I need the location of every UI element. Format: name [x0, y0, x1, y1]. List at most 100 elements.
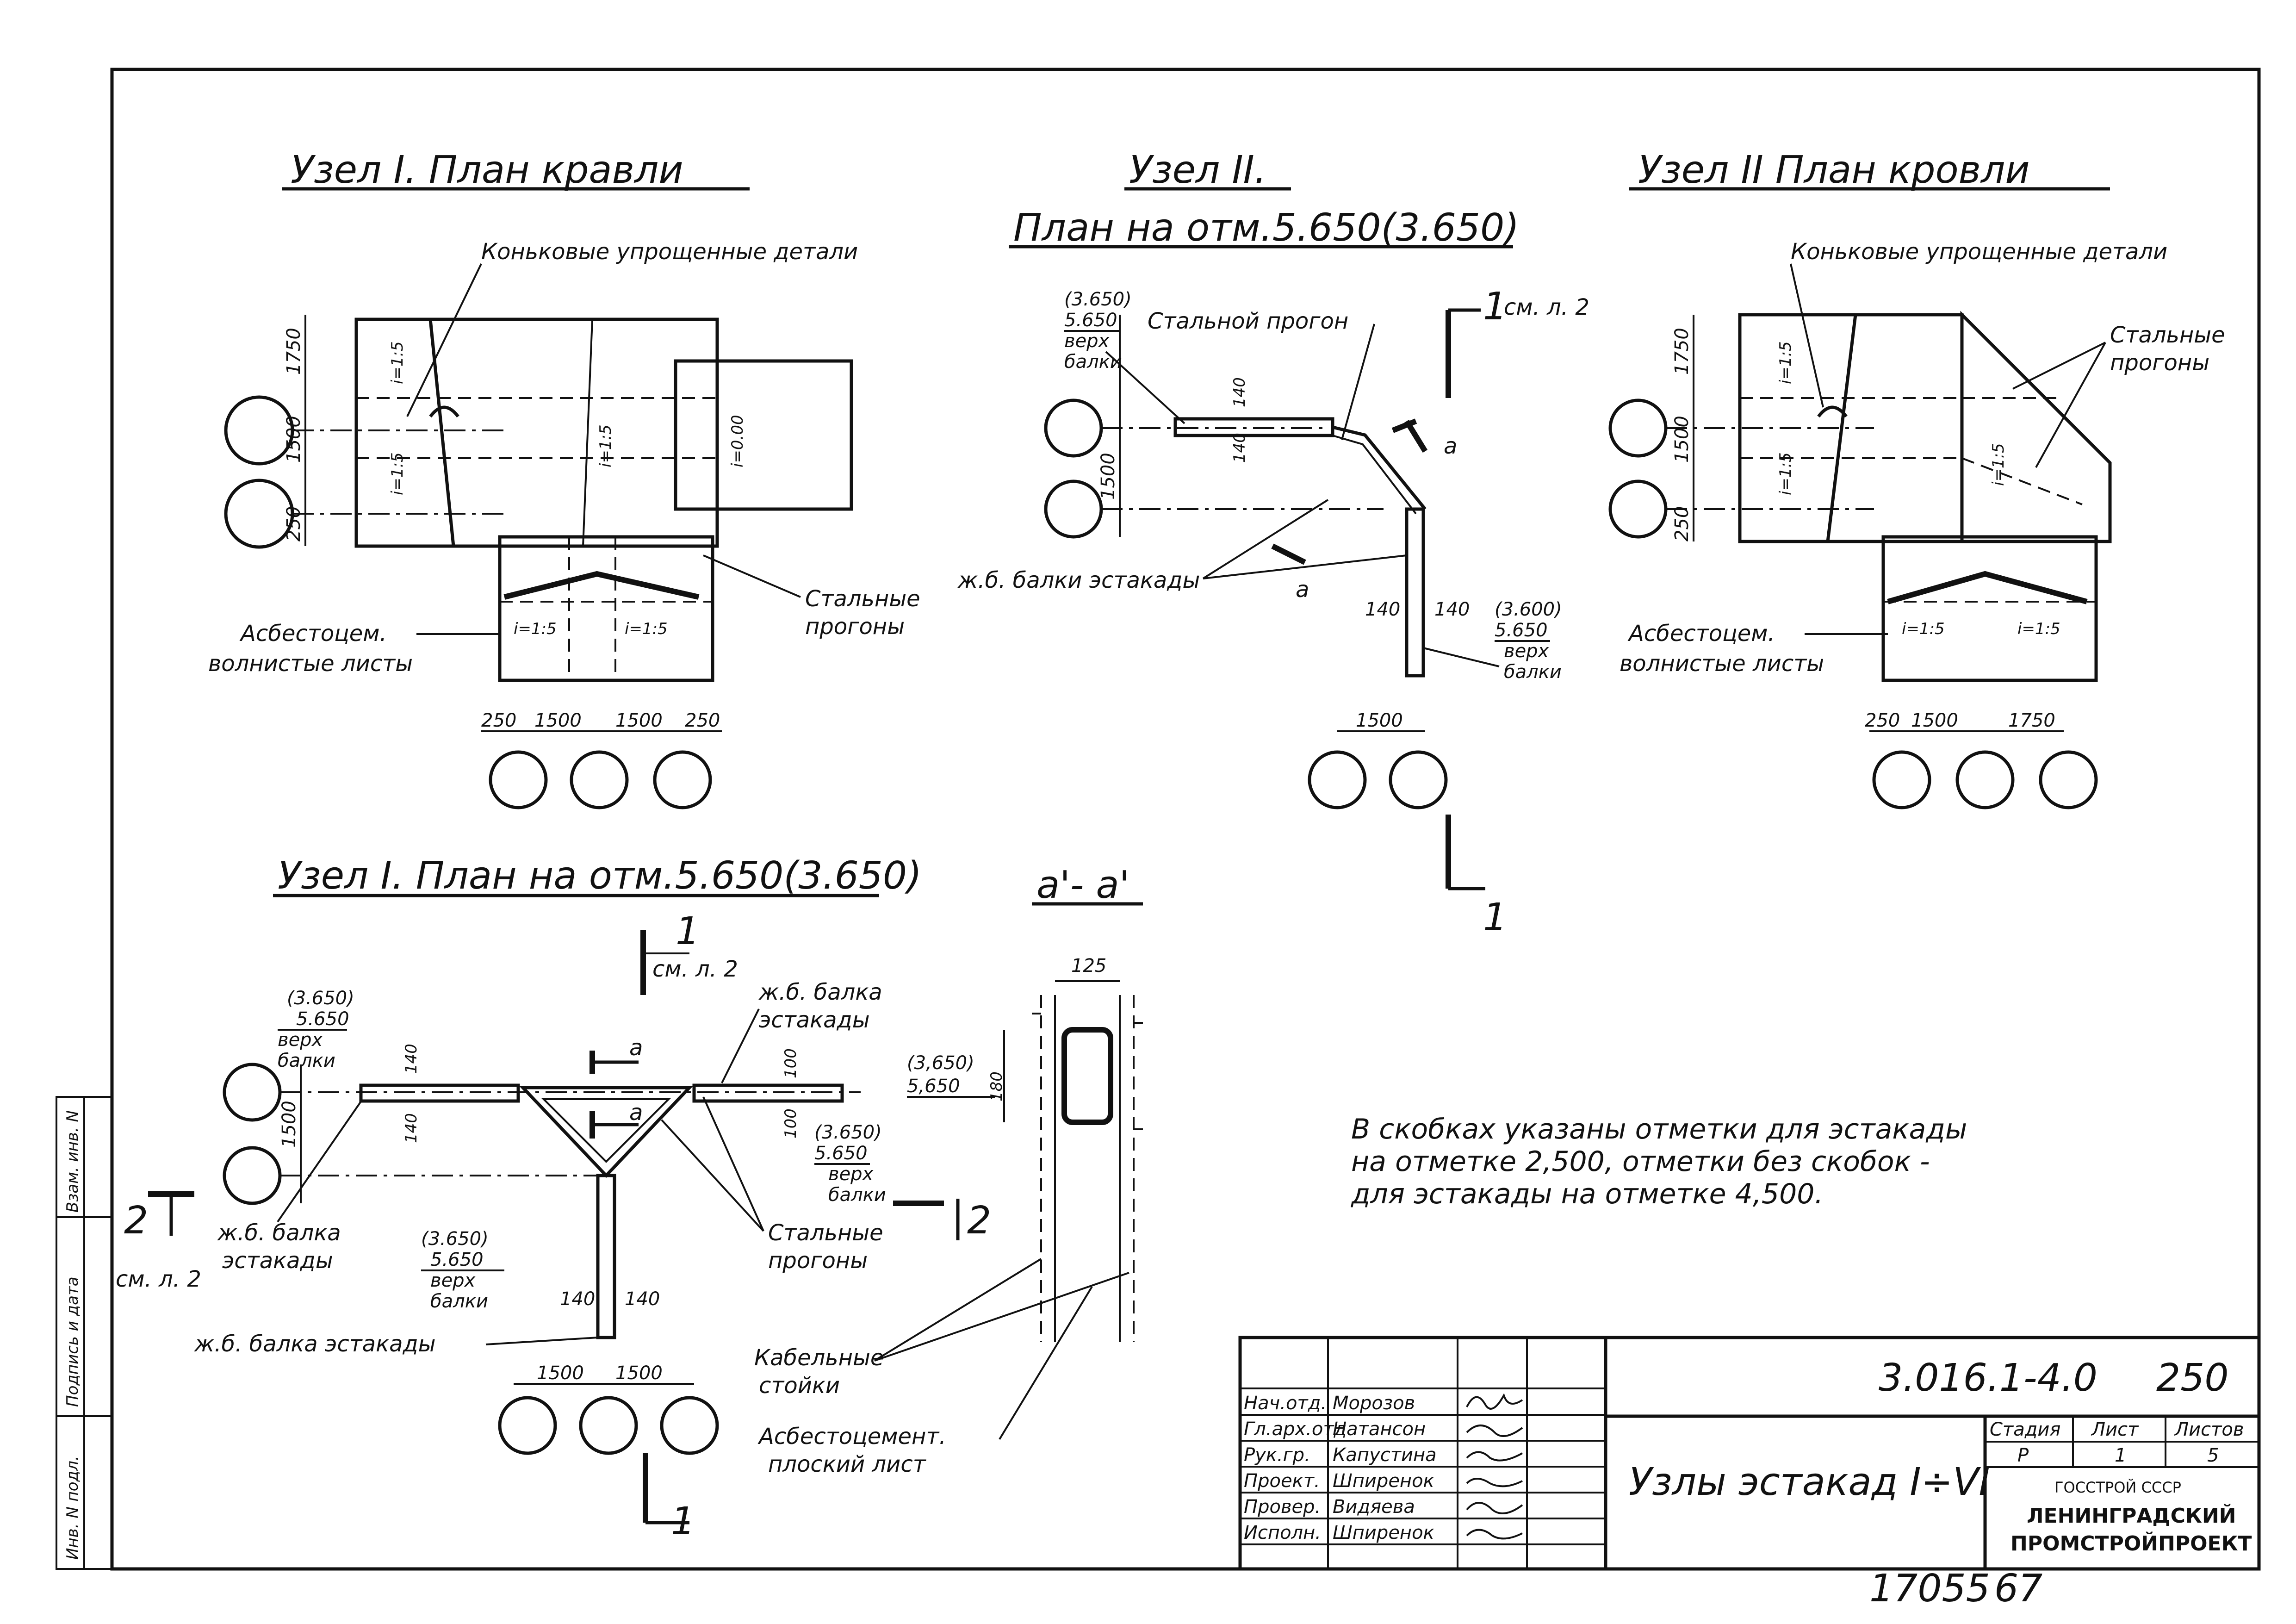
- dim-140-n2c: 140: [1365, 599, 1400, 620]
- rc-beam-n1b: эстакады: [759, 1007, 870, 1033]
- rc-beam-full-n1: ж.б. балка эстакады: [194, 1331, 436, 1357]
- dim-250-n2r: 250: [1671, 506, 1693, 541]
- cut2-left: 2: [124, 1199, 148, 1243]
- slope-e: i=1:5: [514, 620, 557, 638]
- cut-a-n1-top: a: [629, 1035, 643, 1061]
- dim-140-n2a: 140: [1230, 377, 1249, 407]
- slope-n2r-a: i=1:5: [1776, 341, 1795, 384]
- slope-f: i=1:5: [625, 620, 668, 638]
- tb-stage: Р: [2017, 1445, 2029, 1466]
- side-stamp: Инв. N подл. Подпись и дата Взам. инв. N: [56, 1096, 113, 1570]
- elev-paren-n1b: (3.650): [814, 1122, 882, 1143]
- node1-plan: Узел I. План на отм.5.650(3.650) 1 см. л…: [116, 854, 991, 1543]
- tb-org1: ГОССТРОЙ СССР: [2054, 1479, 2181, 1496]
- tb-role-1: Гл.арх.отд: [1244, 1419, 1347, 1440]
- dim-1500-b: 1500: [534, 710, 582, 731]
- cut1-bot-n1: 1: [671, 1500, 695, 1543]
- note-line-3: для эстакады на отметке 4,500.: [1351, 1178, 1824, 1210]
- title-block: 3.016.1-4.0 250 Узлы эстакад I÷VI Стадия…: [1238, 1336, 2261, 1571]
- tb-role-4: Провер.: [1244, 1496, 1321, 1518]
- top-beam-n2b: балки: [1064, 351, 1122, 373]
- dim-1500-n1d: 1500: [615, 1363, 663, 1384]
- tb-role-5: Исполн.: [1244, 1522, 1321, 1543]
- tb-role-0: Нач.отд.: [1244, 1393, 1327, 1414]
- steel-purlins-1b: прогоны: [805, 614, 905, 640]
- top-beam-n1c: верх: [828, 1164, 874, 1185]
- dim-140-n1d: 140: [625, 1288, 660, 1310]
- tb-sheets-h: Листов: [2174, 1419, 2244, 1440]
- rc-beams-n2: ж.б. балки эстакады: [957, 567, 1200, 593]
- top-beam-n1e: верх: [430, 1270, 476, 1291]
- elev-paren-n1c: (3.650): [421, 1228, 489, 1250]
- side-stamp-inv-orig: Инв. N подл.: [63, 1456, 82, 1560]
- tb-name-4: Видяева: [1333, 1496, 1415, 1518]
- dim-1500-c: 1500: [615, 710, 663, 731]
- dim-1500-a: 1500: [283, 416, 304, 463]
- slope-n2r-b: i=1:5: [1776, 452, 1795, 495]
- top-beam-n2a: верх: [1064, 330, 1110, 352]
- slope-n2r-e: i=1:5: [2017, 620, 2060, 638]
- node2-roof-plan: Узел II План кровли Коньковые упрощенные…: [1608, 148, 2225, 809]
- ridge-details-label-1: Коньковые упрощенные детали: [481, 239, 858, 265]
- section-aa-title: a'- a': [1036, 863, 1129, 907]
- cable-posts-2: стойки: [759, 1373, 840, 1399]
- cut1-bot-n2: 1: [1483, 896, 1507, 940]
- top-beam-n2c: верх: [1504, 641, 1549, 662]
- tb-name-5: Шпиренок: [1333, 1522, 1434, 1543]
- dim-100-n1a: 100: [782, 1048, 800, 1078]
- tb-sheets: 5: [2207, 1445, 2219, 1466]
- tb-name-3: Шпиренок: [1333, 1470, 1434, 1492]
- tb-title: Узлы эстакад I÷VI: [1629, 1460, 1990, 1504]
- tb-name-0: Морозов: [1333, 1393, 1415, 1414]
- dim-1750-a: 1750: [283, 328, 304, 375]
- elev-paren-aa: (3,650): [907, 1052, 974, 1074]
- tb-sheet-h: Лист: [2091, 1419, 2139, 1440]
- ridge-details-label-2: Коньковые упрощенные детали: [1791, 239, 2167, 265]
- slope-d: i=0.00: [728, 415, 747, 467]
- tb-org2: ЛЕНИНГРАДСКИЙ: [2027, 1503, 2236, 1528]
- dim-1500-n2r: 1500: [1671, 416, 1693, 463]
- elev2-n2: 5.650: [1495, 620, 1548, 641]
- asbestos-wavy-2a: Асбестоцем.: [1627, 621, 1775, 647]
- node2-title-2: План на отм.5.650(3.650): [1013, 206, 1519, 250]
- side-stamp-sign-date: Подпись и дата: [63, 1276, 82, 1407]
- slope-a: i=1:5: [388, 341, 407, 384]
- elev-paren-n2: (3.650): [1064, 289, 1132, 310]
- dim-1500-n2b: 1500: [1356, 710, 1403, 731]
- dim-180-aa: 180: [987, 1071, 1006, 1101]
- top-beam-n1b: балки: [278, 1050, 335, 1071]
- top-beam-n1f: балки: [430, 1291, 488, 1312]
- top-beam-n1d: балки: [828, 1184, 886, 1206]
- cut-a-n2-top: a: [1444, 433, 1457, 459]
- dim-1750-n2r: 1750: [1671, 328, 1693, 375]
- node1-roof-plan: Узел I. План кравли Коньковые упрощенные…: [208, 148, 920, 809]
- top-beam-n1a: верх: [278, 1029, 323, 1051]
- elev-n2: 5.650: [1064, 310, 1117, 331]
- cable-posts-1: Кабельные: [754, 1345, 884, 1371]
- asbestos-wavy-1a: Асбестоцем.: [239, 621, 387, 647]
- elev-aa: 5,650: [907, 1076, 960, 1097]
- dim-1750-n2r-b: 1750: [2008, 710, 2055, 731]
- steel-purlins-2b: прогоны: [2110, 350, 2209, 376]
- drawing-frame: [110, 68, 2261, 1571]
- cut2-right: 2: [967, 1199, 991, 1243]
- dim-140-n1b: 140: [402, 1113, 421, 1143]
- dim-125-aa: 125: [1071, 955, 1106, 977]
- tb-role-2: Рук.гр.: [1244, 1444, 1310, 1466]
- rc-beam-n1a: ж.б. балка: [758, 979, 882, 1005]
- see-sheet-n1b: см. л. 2: [116, 1266, 201, 1292]
- node1-plan-title: Узел I. План на отм.5.650(3.650): [278, 854, 922, 898]
- cut-a-n1-bot: a: [629, 1100, 643, 1126]
- rc-beam-n1d: эстакады: [222, 1248, 333, 1274]
- elev-n1: 5.650: [296, 1008, 349, 1030]
- node2-plan: Узел II. План на отм.5.650(3.650) (3.650…: [957, 148, 1589, 940]
- slope-n2r-d: i=1:5: [1902, 620, 1945, 638]
- footer-page: 67: [1994, 1567, 2042, 1611]
- note-line-1: В скобках указаны отметки для эстакады: [1351, 1113, 1967, 1145]
- note-block: В скобках указаны отметки для эстакады н…: [1351, 1113, 1967, 1210]
- dim-140-n2d: 140: [1434, 599, 1470, 620]
- dim-1500-n1: 1500: [279, 1101, 300, 1148]
- dim-250-c: 250: [685, 710, 720, 731]
- slope-c: i=1:5: [596, 424, 615, 467]
